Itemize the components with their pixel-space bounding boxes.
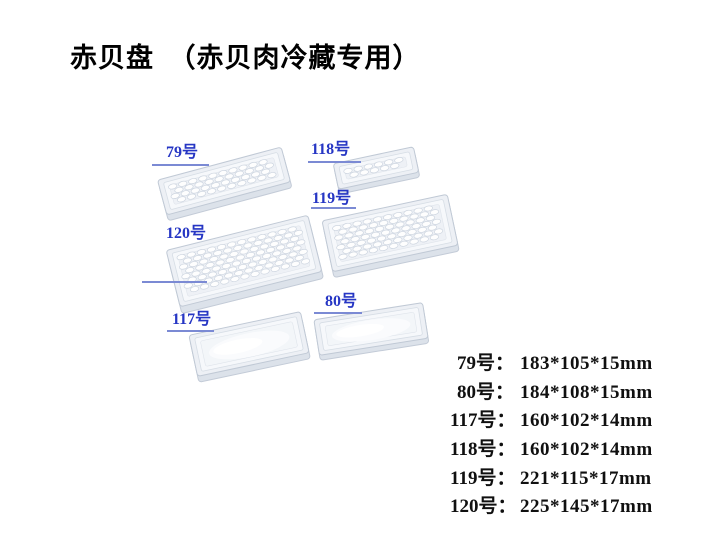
spec-label: 119号： [450, 467, 516, 489]
tray-label-79: 79号 [166, 144, 199, 161]
tray-label-117: 117号 [172, 311, 212, 328]
spec-row-118: 118号：160*102*14mm [450, 436, 653, 465]
pointer-line-80 [314, 312, 362, 314]
tray-117-image [188, 311, 311, 383]
tray-79-image [157, 147, 292, 221]
spec-value: 225*145*17mm [520, 496, 653, 518]
page-title: 赤贝盘 （赤贝肉冷藏专用） [70, 43, 421, 73]
spec-label: 120号： [450, 496, 517, 518]
spec-row-79: 79号： 183*105*15mm [450, 350, 653, 379]
pointer-line-79 [152, 164, 209, 166]
pointer-line-120 [142, 281, 207, 283]
spec-label: 79号： [456, 353, 514, 374]
tray-120-image [166, 215, 324, 314]
tray-80-image [313, 302, 429, 361]
tray-118-image [333, 146, 420, 195]
tray-119-image [322, 194, 460, 278]
spec-value: 184*108*15mm [520, 381, 653, 403]
spec-row-117: 117号：160*102*14mm [450, 407, 653, 436]
spec-label: 117号： [450, 410, 516, 432]
spec-value: 183*105*15mm [520, 353, 653, 374]
pointer-line-119 [311, 207, 356, 209]
spec-value: 221*115*17mm [520, 467, 652, 489]
spec-row-120: 120号：225*145*17mm [450, 493, 653, 522]
spec-row-119: 119号：221*115*17mm [450, 465, 653, 494]
spec-row-80: 80号： 184*108*15mm [450, 379, 653, 408]
pointer-line-118 [308, 161, 361, 163]
pointer-line-117 [167, 330, 214, 332]
spec-list: 79号：183*105*15mm 80号：184*108*15mm 117号：1… [450, 350, 653, 522]
spec-label: 80号： [456, 381, 514, 403]
tray-label-118: 118号 [311, 141, 351, 158]
tray-label-80: 80号 [325, 293, 358, 310]
spec-label: 118号： [450, 439, 516, 461]
tray-label-120: 120号 [166, 225, 207, 242]
spec-value: 160*102*14mm [520, 410, 653, 432]
spec-value: 160*102*14mm [520, 439, 653, 461]
tray-label-119: 119号 [312, 190, 352, 207]
